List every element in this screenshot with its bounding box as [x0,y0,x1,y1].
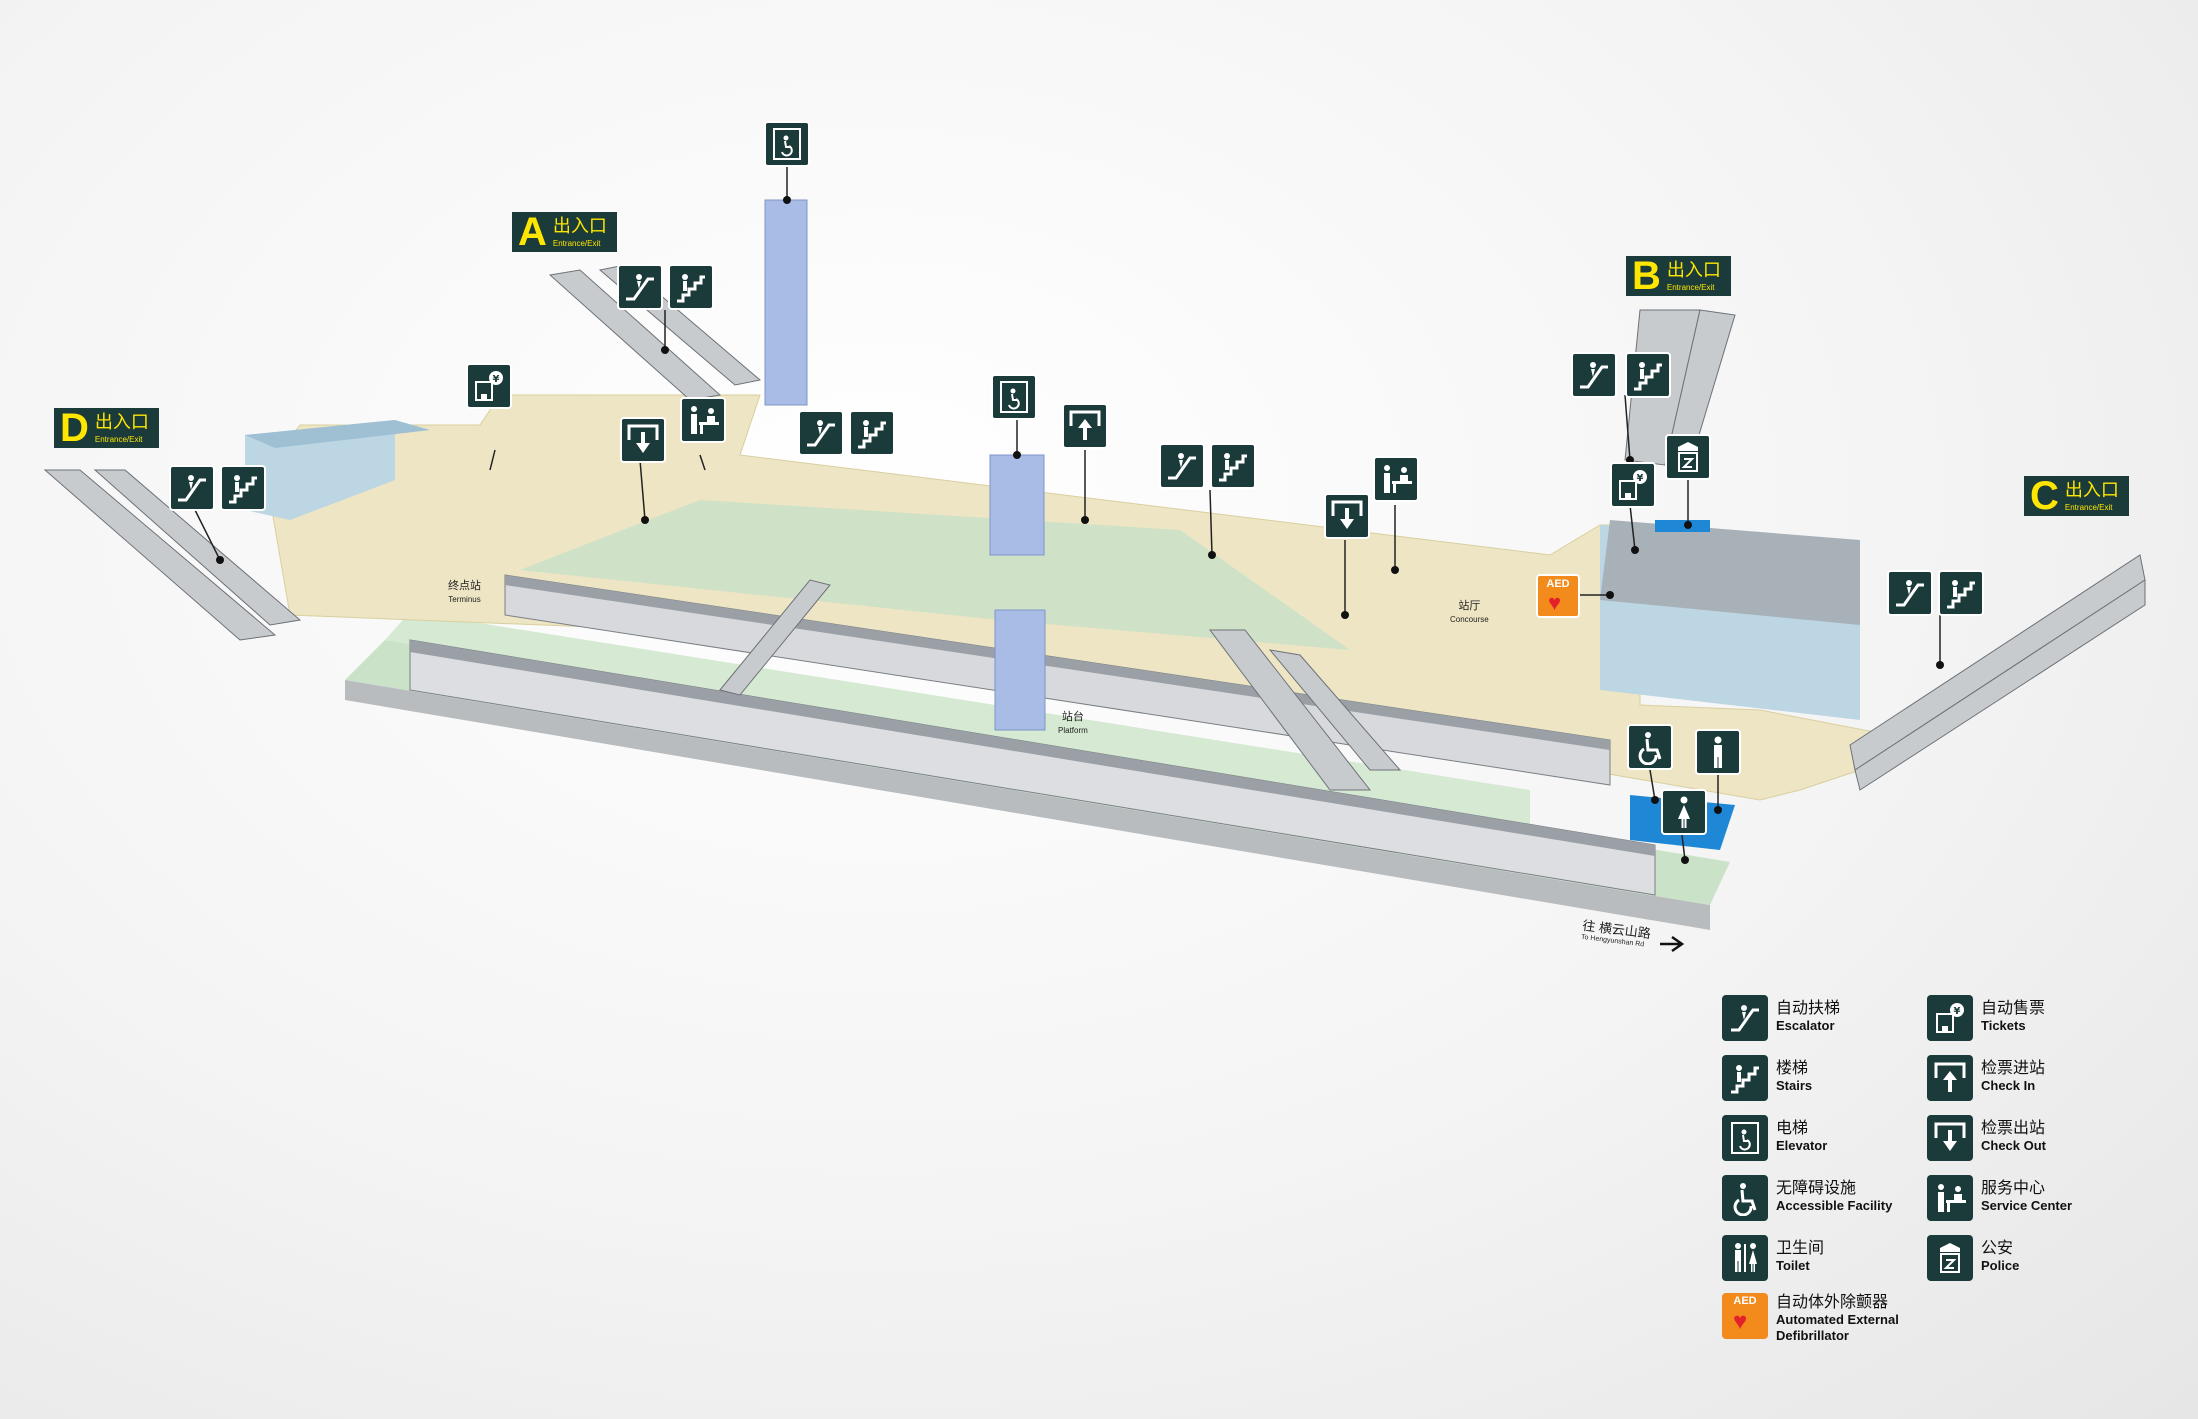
escalator-icon [1887,570,1933,616]
elevator-icon [764,121,810,167]
toilet-icon [1722,1235,1768,1281]
escalator-icon [798,410,844,456]
stairs-icon [1938,570,1984,616]
police-icon [1927,1235,1973,1281]
tickets-icon [1927,995,1973,1041]
check-in-icon [1927,1055,1973,1101]
police-icon [1665,434,1711,480]
stairs-icon [1625,352,1671,398]
pointer-lines [194,165,1941,861]
accessible-icon [1627,724,1673,770]
stairs-icon [668,264,714,310]
check-out-icon [1324,493,1370,539]
platform-track-bed [345,680,1710,930]
service-center-icon [1927,1175,1973,1221]
concourse-plant-room-left-top [245,420,430,448]
concourse-inner-floor [520,500,1350,650]
accessible-icon [1722,1175,1768,1221]
check-out-icon [620,417,666,463]
train-lower [409,639,1656,896]
toilet-woman-icon [1661,789,1707,835]
escalator-icon [1722,995,1768,1041]
accessible-zone-concourse [1655,520,1710,532]
concourse-plant-room-right-top [1600,520,1860,625]
aed-icon: AED ♥ [1536,574,1580,618]
aed-label: AED [1546,578,1570,590]
escalator-icon [1159,443,1205,489]
check-out-icon [1927,1115,1973,1161]
escalator-icon [169,465,215,511]
direction-arrow-icon [1660,935,1685,953]
heart-icon: ♥ [1733,1308,1748,1335]
tickets-icon [466,363,512,409]
escalator-icon [1571,352,1617,398]
exit-c-escalator [1849,554,2146,791]
concourse-platform-escalator-left [719,579,831,696]
elevator-icon [991,374,1037,420]
service-center-icon [680,397,726,443]
elevator-shaft-a [764,199,808,406]
stairs-icon [849,410,895,456]
service-center-icon [1373,456,1419,502]
aed-icon: AED♥ [1722,1293,1768,1339]
toilet-man-icon [1695,729,1741,775]
elevator-shaft-center [989,454,1046,731]
heart-icon: ♥ [1548,590,1562,615]
stairs-icon [1210,443,1256,489]
concourse-platform-escalator-right [1209,629,1402,791]
escalator-icon [617,264,663,310]
stairs-icon [220,465,266,511]
check-in-icon [1062,403,1108,449]
tickets-icon [1610,462,1656,508]
stairs-icon [1722,1055,1768,1101]
exit-d-escalator [43,469,302,641]
elevator-icon [1722,1115,1768,1161]
